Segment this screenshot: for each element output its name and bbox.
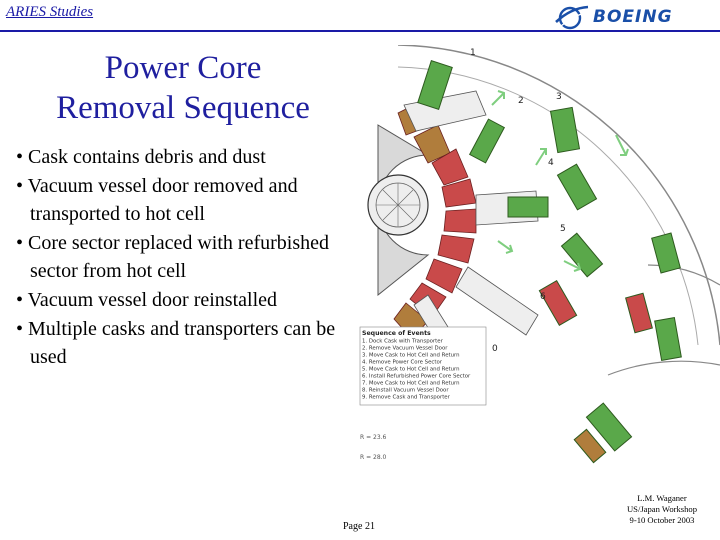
- bullet-item: • Core sector replaced with refurbished …: [16, 231, 329, 283]
- casks: [417, 60, 682, 464]
- reactor-core: [367, 124, 430, 297]
- boeing-logo: BOEING: [555, 2, 700, 32]
- radius-label: R = 28.0: [360, 454, 387, 461]
- logo-text: BOEING: [593, 7, 673, 27]
- legend-line: 6. Install Refurbished Power Core Sector: [362, 374, 471, 380]
- legend-line: 2. Remove Vacuum Vessel Door: [362, 346, 448, 352]
- title-line-1: Power Core: [104, 50, 262, 86]
- position-number: 5: [560, 224, 566, 234]
- bullet-item: • Multiple casks and transporters can be…: [16, 317, 336, 369]
- footer-event: US/Japan Workshop: [626, 504, 698, 514]
- position-number: 0: [492, 344, 498, 354]
- legend-line: 9. Remove Cask and Transporter: [362, 395, 451, 401]
- bullet-item: • Vacuum vessel door reinstalled: [16, 288, 278, 311]
- sector-red: [443, 208, 477, 234]
- title-line-2: Removal Sequence: [56, 90, 310, 126]
- radius-label: R = 23.6: [360, 434, 387, 441]
- header-rule: [0, 30, 720, 32]
- sequence-legend: Sequence of Events 1. Dock Cask with Tra…: [359, 326, 487, 406]
- legend-line: 3. Move Cask to Hot Cell and Return: [362, 353, 460, 359]
- boeing-logo-icon: [555, 5, 589, 30]
- legend-line: 7. Move Cask to Hot Cell and Return: [362, 381, 460, 387]
- position-number: 3: [556, 92, 562, 102]
- cask: [585, 402, 633, 452]
- legend-line: 8. Reinstall Vacuum Vessel Door: [362, 388, 449, 394]
- footer-author: L.M. Waganer: [637, 493, 687, 503]
- legend-line: 4. Remove Power Core Sector: [362, 360, 443, 366]
- cask: [654, 316, 682, 362]
- position-number: 2: [518, 96, 524, 106]
- bullet-item: • Vacuum vessel door removed and transpo…: [16, 174, 298, 226]
- cask-tan: [573, 428, 607, 464]
- sector-red: [425, 258, 463, 294]
- cask: [507, 196, 549, 218]
- header-label: ARIES Studies: [6, 4, 94, 20]
- hall-wall-outer: [397, 45, 720, 346]
- bullet-item: • Cask contains debris and dust: [16, 146, 266, 168]
- diagram-svg: 1 2 3 4 5 6 0 Sequence of Events 1. Dock…: [358, 45, 720, 465]
- cask: [556, 163, 598, 211]
- position-number: 4: [548, 158, 554, 168]
- slide-title: Power Core Removal Sequence: [0, 48, 366, 128]
- cask: [651, 232, 681, 274]
- hall-wall-inner: [397, 66, 699, 346]
- power-core-diagram: 1 2 3 4 5 6 0 Sequence of Events 1. Dock…: [358, 45, 720, 465]
- cask: [468, 118, 506, 164]
- cask-red: [538, 279, 578, 327]
- cask: [549, 106, 581, 154]
- footer-author-block: L.M. Waganer US/Japan Workshop 9-10 Octo…: [606, 493, 718, 526]
- footer-date: 9-10 October 2003: [629, 515, 695, 525]
- page-number: Page 21: [343, 521, 375, 532]
- legend-line: 1. Dock Cask with Transporter: [362, 339, 444, 345]
- cask: [560, 232, 604, 278]
- motion-arrows: [491, 90, 629, 272]
- sector-red: [431, 148, 469, 186]
- bullet-list: • Cask contains debris and dust • Vacuum…: [16, 143, 356, 372]
- legend-title: Sequence of Events: [362, 330, 431, 337]
- cask-red: [625, 292, 653, 334]
- position-number: 1: [470, 48, 476, 58]
- legend-line: 5. Move Cask to Hot Cell and Return: [362, 367, 460, 373]
- cask: [417, 60, 453, 110]
- position-number: 6: [540, 292, 546, 302]
- sector-red: [437, 234, 475, 264]
